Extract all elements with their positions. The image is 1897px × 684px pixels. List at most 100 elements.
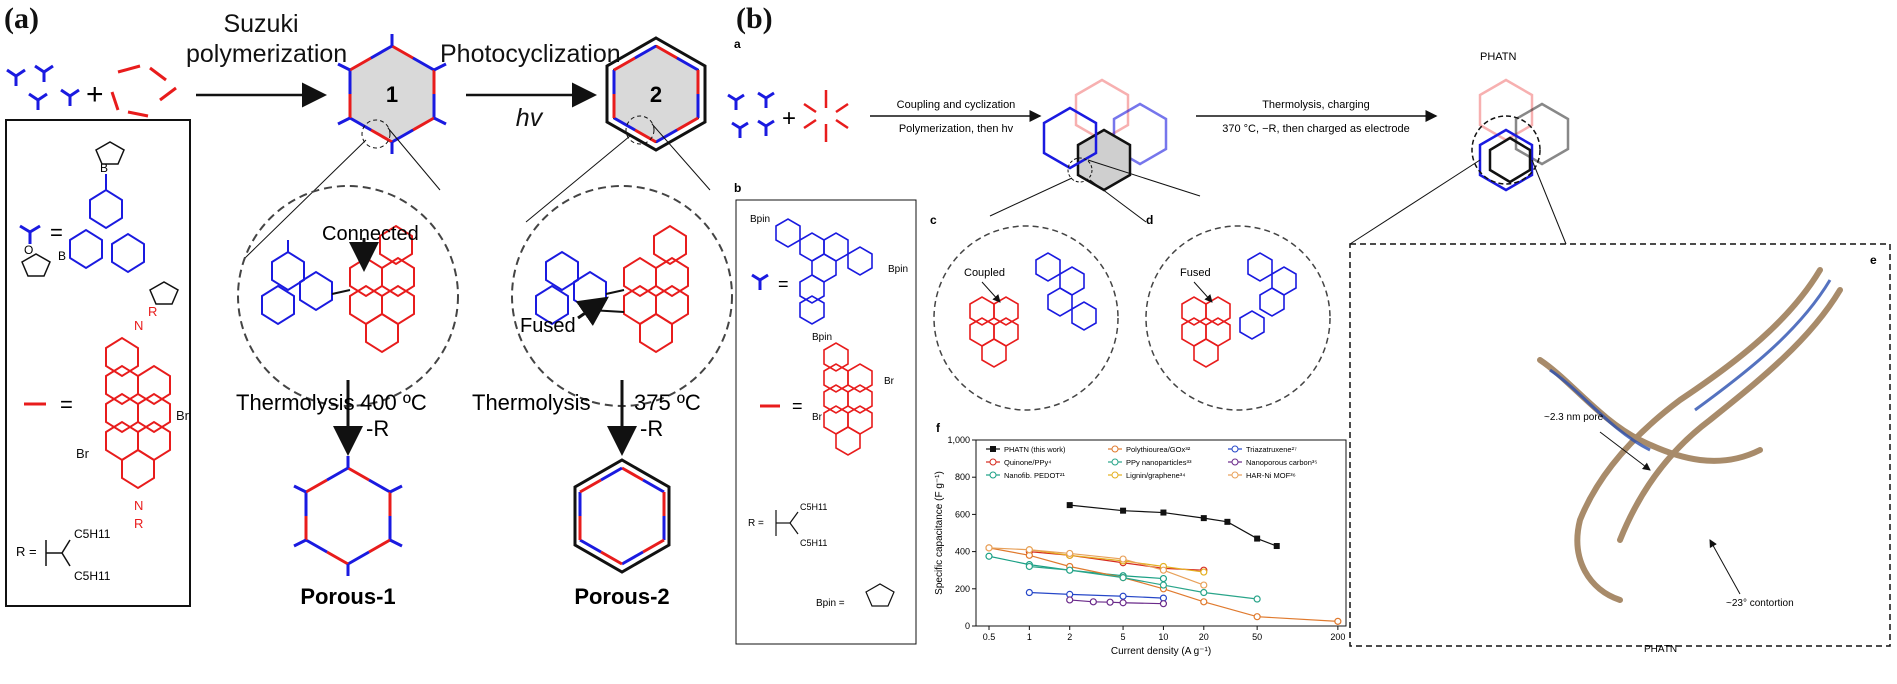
legend-marker (1231, 445, 1239, 453)
pdi-structure (105, 336, 171, 490)
data-point (1200, 598, 1208, 606)
x-tick-label: 0.5 (983, 632, 996, 642)
data-point (1119, 555, 1127, 563)
b-c5h11-a: C5H11 (800, 502, 827, 512)
data-point (985, 544, 993, 552)
data-point (1025, 546, 1033, 554)
data-point (1119, 574, 1127, 582)
legend-n-top: N (134, 318, 143, 333)
porous-2-hexagon (573, 458, 671, 574)
sub-c-label: c (930, 213, 937, 227)
series-line (1029, 591, 1164, 599)
b-br-right: Br (884, 376, 895, 387)
triptycene-structure (69, 174, 145, 274)
legend-entry: Triazatruxene²⁷ (1246, 445, 1297, 454)
sub-a-label: a (734, 37, 741, 51)
zoom-circle-fused (511, 185, 733, 407)
legend-eq2: = (60, 392, 73, 417)
data-point (1159, 581, 1168, 589)
x-tick-label: 200 (1330, 632, 1345, 642)
b-phatn-structure (1471, 78, 1570, 192)
data-point (1089, 598, 1097, 606)
legend-c5h11-top: C5H11 (74, 527, 111, 541)
b-linker-star (803, 90, 849, 142)
data-point (1253, 595, 1261, 603)
x-tick-label: 2 (1067, 632, 1072, 642)
legend-r-bottom: R (134, 516, 143, 531)
data-point (1334, 617, 1342, 625)
b-helix-structure (1537, 267, 1843, 603)
tripod-monomer-group (6, 64, 80, 110)
data-point (1066, 566, 1074, 574)
chart-frame (975, 439, 1347, 627)
suzuki-label-2: polymerization (186, 40, 348, 68)
data-point (1160, 509, 1167, 516)
data-point (1253, 613, 1261, 621)
porous2-label: Porous-2 (574, 584, 669, 609)
legend-marker (1111, 445, 1119, 453)
data-point (1119, 599, 1127, 607)
legend-b-top: B (100, 161, 108, 175)
hv-label: hv (515, 104, 543, 132)
b-framework-1 (1042, 78, 1168, 192)
b-bpin-top: Bpin (750, 214, 770, 225)
data-point (1200, 568, 1208, 576)
b-legend-tripod-icon (751, 273, 769, 290)
legend-marker (989, 471, 997, 479)
y-tick-label: 400 (955, 547, 970, 557)
hexagon-1 (337, 34, 447, 154)
zoom-circle-connected (237, 185, 459, 407)
y-axis-label: Specific capacitance (F g⁻¹) (934, 471, 945, 595)
legend-c5h11-bottom: C5H11 (74, 569, 111, 583)
legend-marker (1231, 471, 1239, 479)
b-plus-sign: + (782, 105, 796, 132)
b-arrow1-bottom: Polymerization, then hv (899, 123, 1014, 135)
data-point (1066, 549, 1074, 558)
hex2-number: 2 (650, 82, 662, 107)
porous1-label: Porous-1 (300, 584, 395, 609)
b-arrow1-top: Coupling and cyclization (897, 99, 1016, 111)
data-point (1066, 596, 1074, 604)
y-tick-label: 200 (955, 584, 970, 594)
legend-entry: Polythiourea/GOx³² (1126, 445, 1191, 454)
series-line (1029, 565, 1258, 600)
legend-o-left: O (24, 243, 33, 257)
b-legend-box (735, 199, 917, 645)
b-tripod-group (727, 91, 775, 138)
legend-marker (1231, 458, 1239, 466)
sub-f-label: f (936, 421, 941, 435)
b-bpin-eq: Bpin = (816, 598, 845, 609)
b-arrow2-top: Thermolysis, charging (1262, 99, 1370, 111)
phatn-top-label: PHATN (1480, 51, 1517, 63)
panel-b-diagram: a + Coupling and cyclization Polymerizat… (727, 37, 1891, 657)
legend-entry: Nanofib. PEDOT²¹ (1004, 471, 1065, 480)
b-legend-eq2: = (792, 396, 803, 416)
legend-entry: Nanoporous carbon³⁵ (1246, 458, 1317, 467)
b-zoom-circle-coupled (933, 225, 1119, 411)
b-fused-label: Fused (1180, 267, 1211, 279)
phatn-bottom-label: PHATN (1644, 644, 1677, 655)
panel-a-label: (a) (4, 2, 39, 35)
legend-marker (1111, 471, 1119, 479)
thermo1-label: Thermolysis (236, 390, 355, 415)
data-point (1159, 566, 1168, 574)
data-point (1254, 535, 1261, 542)
y-tick-label: 800 (955, 472, 970, 482)
thermo2-label: Thermolysis (472, 390, 591, 415)
legend-marker (1111, 458, 1119, 466)
series-line (988, 547, 1204, 586)
legend-entry: PHATN (this work) (1004, 445, 1066, 454)
suzuki-label-1: Suzuki (223, 10, 299, 38)
data-point (1159, 600, 1168, 608)
y-tick-label: 600 (955, 509, 970, 519)
legend-br-right: Br (176, 408, 190, 423)
legend-n-bottom: N (134, 498, 143, 513)
data-point (1025, 562, 1033, 571)
b-pdi-structure (823, 342, 873, 456)
x-tick-label: 5 (1121, 632, 1126, 642)
b-bpin-right: Bpin (888, 264, 908, 275)
b-arrow2-bottom: 370 °C, −R, then charged as electrode (1222, 123, 1410, 135)
linker-monomer-group (110, 64, 177, 118)
legend-entry: HAR-Ni MOF³⁶ (1246, 471, 1296, 480)
data-point (1200, 581, 1208, 589)
